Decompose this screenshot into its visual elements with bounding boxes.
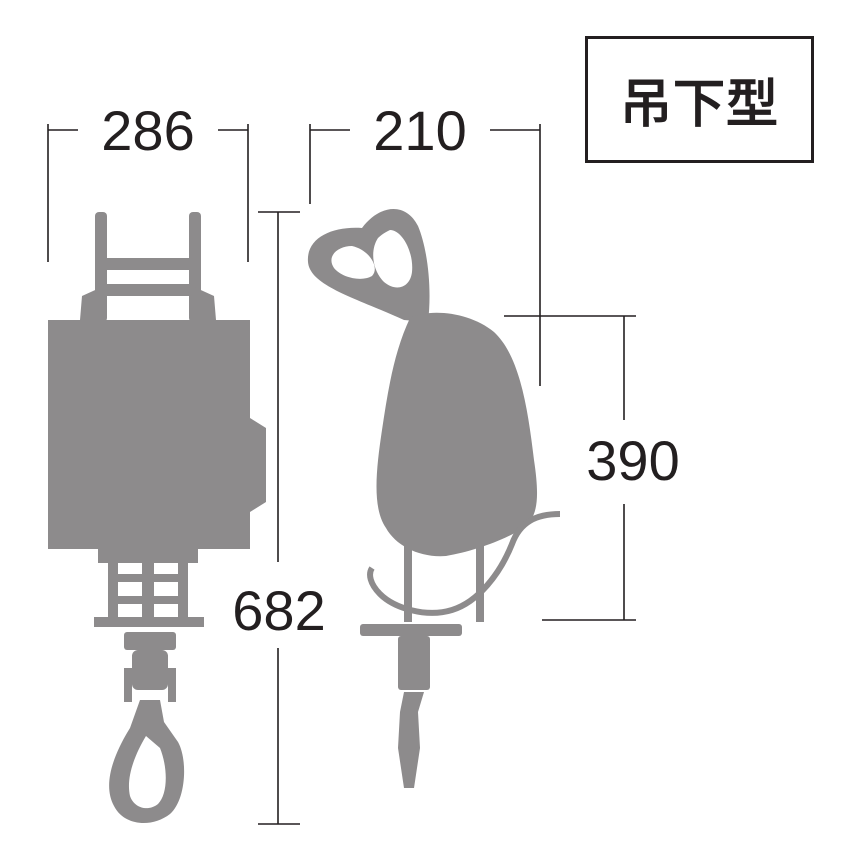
front-top-handle: [80, 212, 216, 322]
dim-side-width-label: 210: [373, 99, 466, 162]
dim-front-width: [47, 124, 249, 262]
dim-front-width-label: 286: [101, 99, 194, 162]
front-hook: [109, 700, 185, 824]
dim-body-height-label: 390: [586, 429, 679, 492]
front-main-body: [48, 320, 250, 549]
front-view-hoist: [48, 212, 266, 824]
mount-type-label: 吊下型: [585, 36, 814, 163]
side-view-hoist: [307, 208, 561, 788]
dim-body-height: [504, 315, 636, 621]
front-lower-bracket: [94, 549, 204, 627]
front-side-cover: [250, 418, 266, 512]
side-hook-block: [398, 636, 430, 690]
side-main-body: [376, 312, 538, 557]
dim-total-height-label: 682: [232, 579, 325, 642]
dim-total-height: [258, 211, 300, 825]
side-hook: [398, 692, 424, 788]
front-hook-block: [124, 632, 176, 702]
side-power-cord: [367, 511, 561, 616]
side-carry-handle: [307, 208, 430, 322]
side-lower-frame: [360, 540, 484, 636]
dim-side-width: [309, 124, 541, 386]
